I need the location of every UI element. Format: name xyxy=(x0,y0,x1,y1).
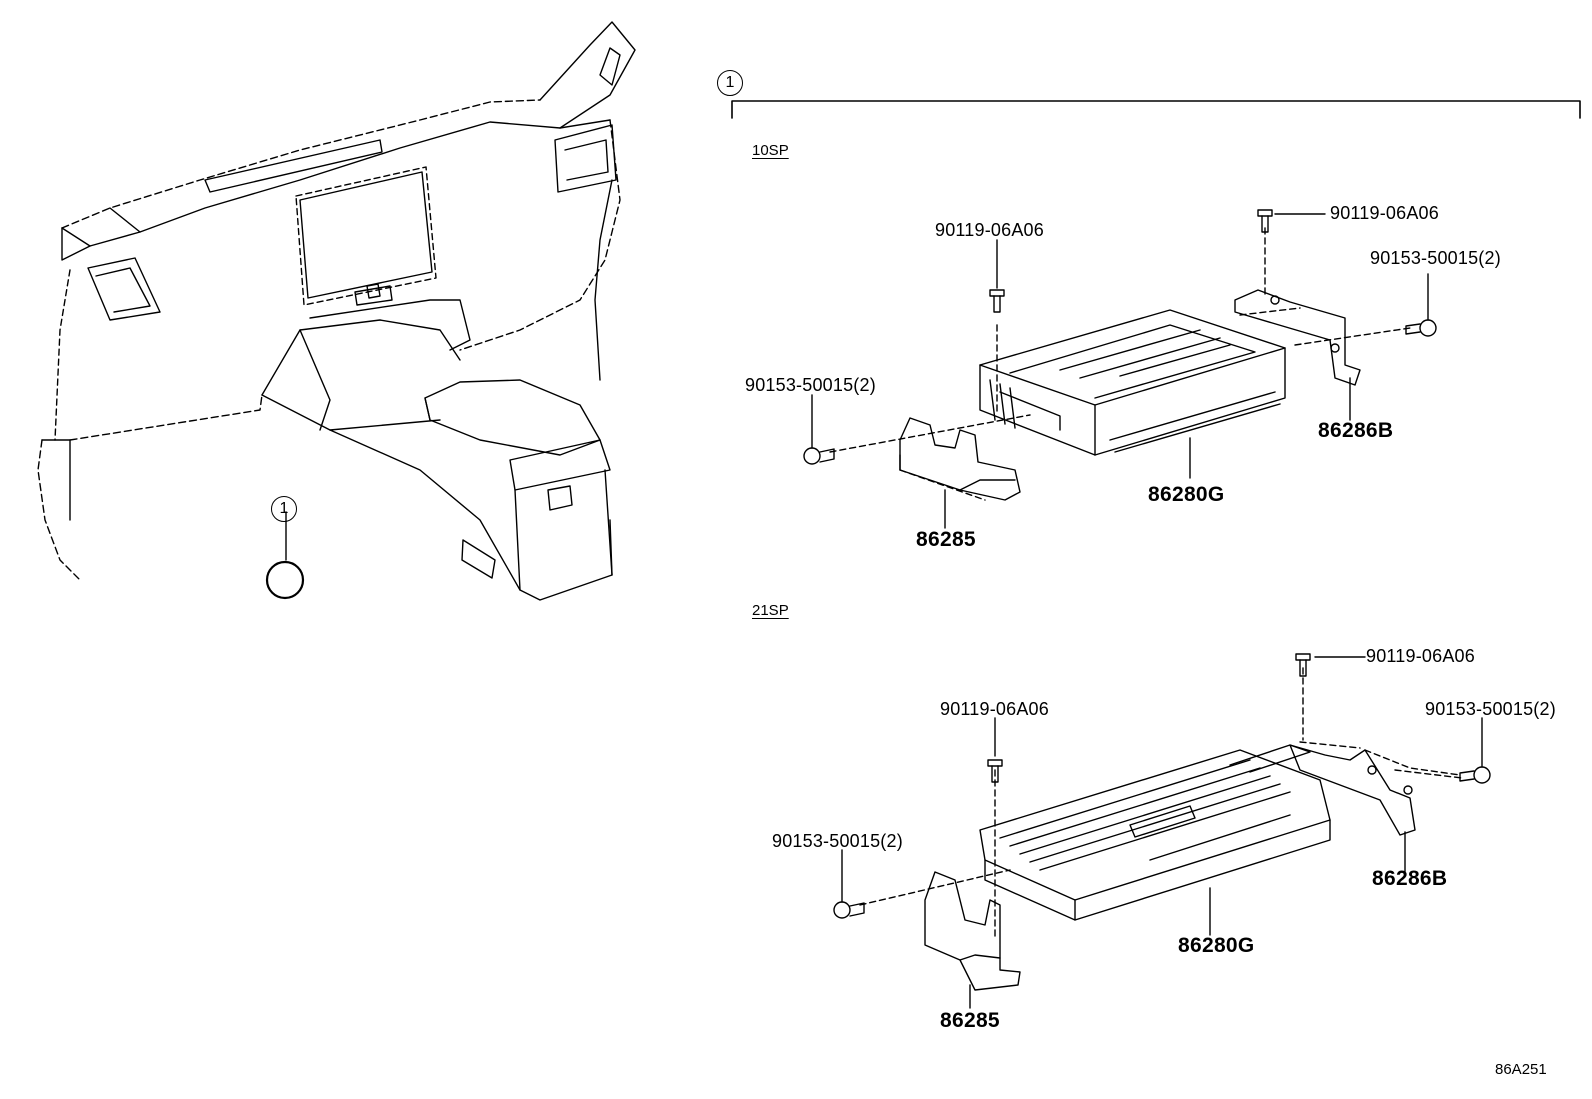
upper-screw-right-part-number: 90153-50015(2) xyxy=(1370,248,1501,268)
vehicle-interior-illustration xyxy=(37,21,636,601)
assembly-callout-number: 1 xyxy=(717,70,743,96)
lower-bolt-right-part-number: 90119-06A06 xyxy=(1366,646,1475,666)
lower-amplifier-part-number: 86280G xyxy=(1178,934,1255,957)
upper-bolt-right-part-number: 90119-06A06 xyxy=(1330,203,1439,223)
upper-screw-left-part-number: 90153-50015(2) xyxy=(745,375,876,395)
lower-screw-right-part-number: 90153-50015(2) xyxy=(1425,699,1556,719)
lower-screw-left-part-number: 90153-50015(2) xyxy=(772,831,903,851)
lower-bracket-right-part-number: 86286B xyxy=(1372,867,1448,890)
upper-amplifier-part-number: 86280G xyxy=(1148,483,1225,506)
upper-bracket-left-part-number: 86285 xyxy=(916,528,976,551)
assembly-bracket-line xyxy=(731,100,1581,119)
lower-bracket-left-part-number: 86285 xyxy=(940,1009,1000,1032)
lower-bolt-left-part-number: 90119-06A06 xyxy=(940,699,1049,719)
figure-code: 86A251 xyxy=(1495,1061,1547,1078)
upper-bracket-right-part-number: 86286B xyxy=(1318,419,1394,442)
upper-10sp-assembly xyxy=(803,209,1437,529)
section-title-10sp: 10SP xyxy=(752,142,789,159)
vehicle-callout-number: 1 xyxy=(271,496,297,522)
upper-bolt-left-part-number: 90119-06A06 xyxy=(935,220,1044,240)
amplifier-location-circle xyxy=(265,560,305,600)
lower-21sp-assembly xyxy=(833,653,1491,1009)
section-title-21sp: 21SP xyxy=(752,602,789,619)
